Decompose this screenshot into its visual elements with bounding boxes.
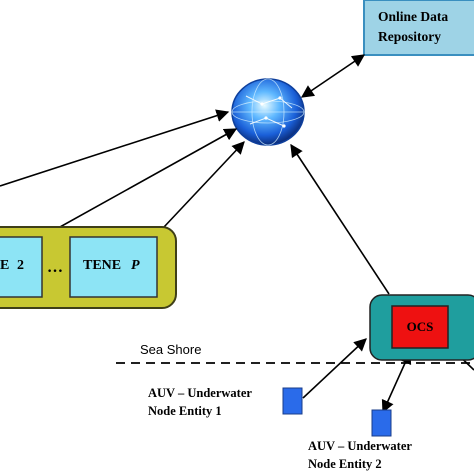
ocs-label: OCS [407, 319, 434, 334]
repository-label-line1: Online Data [378, 9, 448, 24]
repository-box [363, 0, 474, 56]
tene-p-index: P [131, 258, 140, 273]
arrow-auv2-ocs [381, 350, 412, 414]
tene-2-label: E [0, 258, 9, 273]
auv-1-label-line1: AUV – Underwater [148, 386, 252, 400]
auv-2-label-line1: AUV – Underwater [308, 439, 412, 453]
auv-1-label-line2: Node Entity 1 [148, 404, 222, 418]
auv-2-square [371, 409, 392, 437]
arrow-auv1-ocs [302, 338, 367, 399]
globe-icon [231, 78, 305, 146]
sea-shore-label: Sea Shore [140, 342, 201, 357]
online-data-repository: Online Data Repository [363, 0, 474, 56]
ocs-station: OCS [369, 294, 474, 361]
arrow-globe-repository [300, 54, 366, 98]
auv-2-label-line2: Node Entity 2 [308, 457, 382, 471]
arrow-ocs-globe [290, 143, 390, 295]
tene-group: E 2 … TENE P [0, 226, 177, 309]
ocs-inner-box [391, 305, 449, 349]
auv-node-1: AUV – Underwater Node Entity 1 [148, 386, 303, 418]
tene-p-label: TENE [83, 258, 121, 273]
tene-2-number: 2 [17, 258, 24, 273]
arrow-offscreen-globe [0, 109, 230, 187]
auv-node-2: AUV – Underwater Node Entity 2 [308, 409, 412, 471]
tene-2-box [0, 236, 43, 298]
sea-shore: Sea Shore [116, 342, 474, 364]
repository-label-line2: Repository [378, 29, 441, 44]
arrow-tene2-globe [31, 128, 238, 243]
auv-1-square [282, 387, 303, 415]
tene-p-box [69, 236, 158, 298]
tene-ellipsis: … [47, 259, 63, 276]
